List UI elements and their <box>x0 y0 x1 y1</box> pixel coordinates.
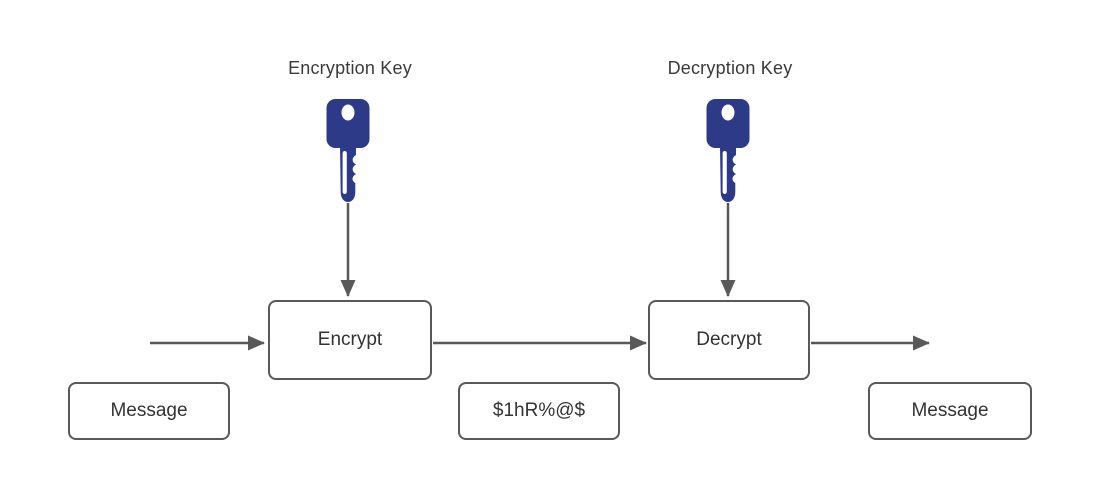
decrypt-node-label: Decrypt <box>696 329 762 350</box>
decryption-key-label: Decryption Key <box>667 58 793 78</box>
encrypt-node-label: Encrypt <box>317 329 383 350</box>
ciphertext-node: $1hR%@$ <box>458 382 620 440</box>
decryption-key-icon <box>706 99 750 202</box>
message-input-node: Message <box>68 382 230 440</box>
ciphertext-label: $1hR%@$ <box>492 400 586 421</box>
encryption-key-label: Encryption Key <box>288 58 412 78</box>
message-output-node: Message <box>868 382 1032 440</box>
encrypt-node: Encrypt <box>268 300 432 380</box>
decrypt-node: Decrypt <box>648 300 810 380</box>
message-input-label: Message <box>110 400 188 421</box>
message-output-label: Message <box>911 400 989 421</box>
encryption-key-icon <box>326 99 370 202</box>
